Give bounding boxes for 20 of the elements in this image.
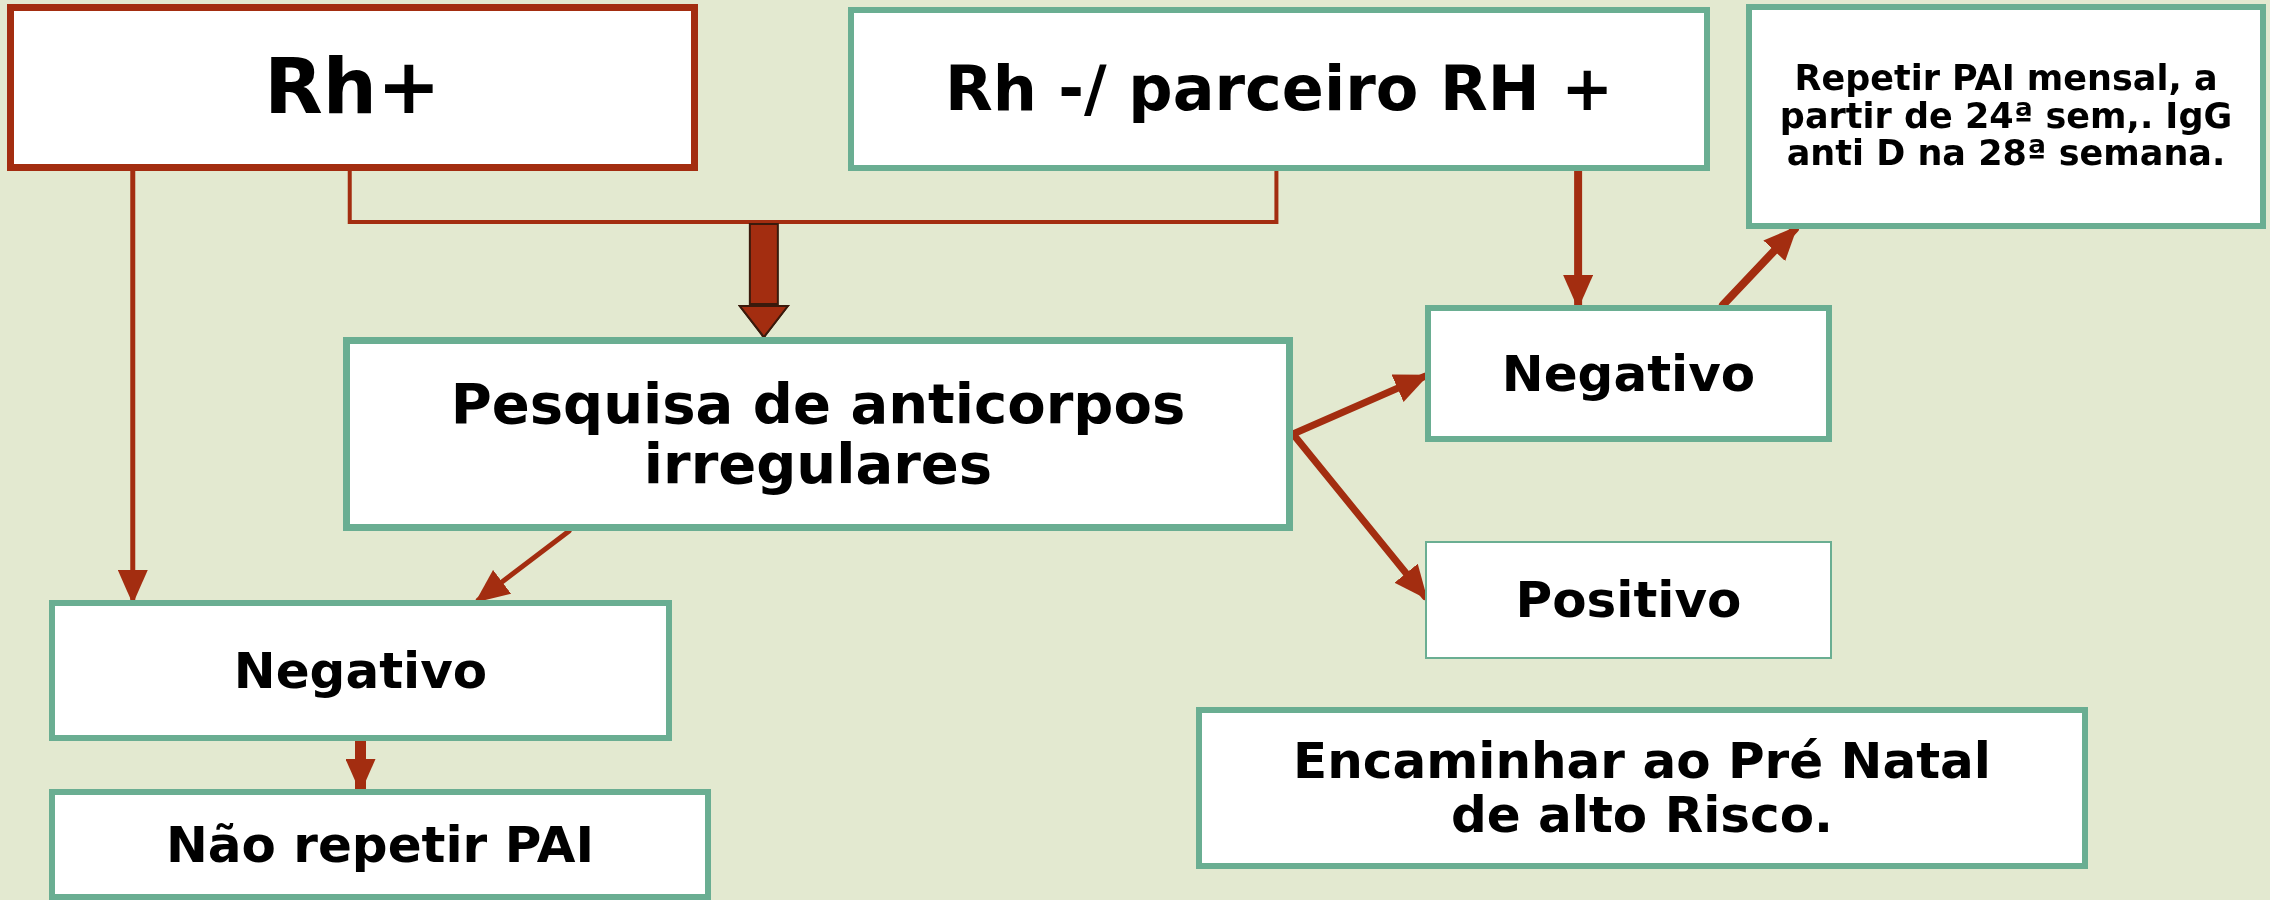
- process-box: [343, 337, 1293, 531]
- connector-line: [738, 169, 1279, 339]
- process-box: [1425, 305, 1832, 442]
- box-label: Positivo: [1515, 573, 1742, 627]
- process-box: [49, 789, 711, 900]
- box-label: Encaminhar ao Pré Natal de alto Risco.: [1292, 734, 1992, 842]
- box-label: Repetir PAI mensal, a partir de 24ª sem,. IgG anti D na 28ª semana.: [1778, 59, 2234, 174]
- process-box: [1425, 541, 1832, 659]
- process-box: [49, 600, 672, 741]
- box-label: Negativo: [233, 643, 488, 698]
- process-box: [7, 4, 698, 171]
- box-label: Rh+: [264, 46, 441, 129]
- box-label: Pesquisa de anticorpos irregulares: [449, 373, 1187, 495]
- block-arrow-shaft: [748, 223, 779, 305]
- process-box: [848, 7, 1710, 171]
- box-label: Não repetir PAI: [165, 817, 595, 872]
- box-label: Rh -/ parceiro RH +: [944, 55, 1614, 123]
- box-label: Negativo: [1501, 346, 1756, 401]
- process-box: [1746, 4, 2266, 229]
- process-box: [1196, 707, 2088, 869]
